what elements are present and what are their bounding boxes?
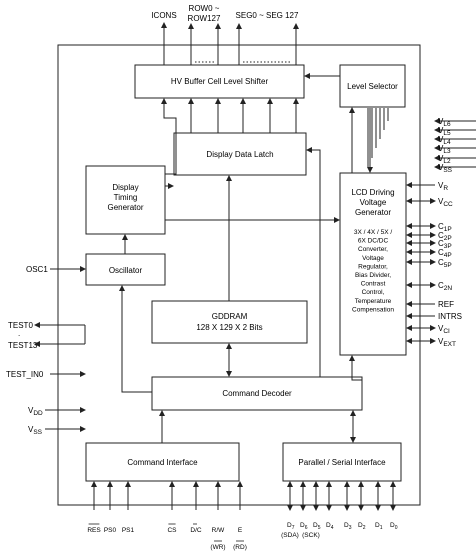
right-pin-label: VL3 xyxy=(438,144,451,155)
osc1-label: OSC1 xyxy=(26,265,48,274)
data-pin-label: D4 xyxy=(326,522,334,531)
display-data-latch-label: Display Data Latch xyxy=(206,150,273,159)
bottom-pin-label: PS1 xyxy=(122,527,135,534)
display-data-latch-block xyxy=(173,132,307,176)
sck-label: (SCK) xyxy=(302,532,320,539)
test0-label: TEST0 xyxy=(8,321,33,330)
data-pin-label: D1 xyxy=(375,522,383,531)
data-pin-group: D7 D6 D5 D4 D3 D2 D1 D0 xyxy=(287,481,398,531)
seg-label: SEG0 ~ SEG 127 xyxy=(236,11,299,20)
gddram-block xyxy=(151,300,308,344)
data-pin-label: D7 xyxy=(287,522,295,531)
bottom-pin-label: R/W xyxy=(212,527,226,534)
right-pin-label: C5P xyxy=(438,258,452,269)
right-pin-label: C2P xyxy=(438,231,452,242)
timing-to-hv-line xyxy=(161,98,177,175)
decoder-to-lcd-line xyxy=(349,355,362,381)
right-pin-label: VCC xyxy=(438,197,453,208)
data-pin-label: D0 xyxy=(390,522,398,531)
lcd-desc-line: Converter, xyxy=(358,246,388,253)
decoder-to-osc-line xyxy=(119,285,152,393)
lcd-voltage-label-2: Voltage xyxy=(360,198,387,207)
bottom-pin-label: D/C xyxy=(190,527,202,534)
right-pin-label: VSS xyxy=(438,163,453,174)
data-pin-label: D2 xyxy=(358,522,366,531)
command-decoder-block xyxy=(151,376,363,411)
icons-label: ICONS xyxy=(151,11,176,20)
bottom-pin-label: E xyxy=(238,527,243,534)
display-timing-generator-block xyxy=(85,165,166,235)
lcd-driving-voltage-generator-block xyxy=(339,172,407,356)
right-pin-label: REF xyxy=(438,300,454,309)
right-pin-label: C3P xyxy=(438,239,452,250)
right-pin-label: VL6 xyxy=(438,117,451,128)
bottom-pin-label: RES xyxy=(87,527,101,534)
right-pin-label: VL4 xyxy=(438,135,451,146)
decoder-to-latch-line xyxy=(306,147,321,377)
lcd-desc-line: 3X / 4X / 5X / xyxy=(354,229,392,236)
lcd-desc-line: Voltage xyxy=(362,255,384,262)
oscillator-label: Oscillator xyxy=(109,266,143,275)
right-pin-label: VEXT xyxy=(438,337,456,348)
command-interface-block xyxy=(85,442,240,482)
lcd-desc-line: Temperature xyxy=(355,298,392,305)
level-selector-block xyxy=(339,64,406,108)
rd-label: (RD) xyxy=(233,544,247,551)
gddram-label-2: 128 X 129 X 2 Bits xyxy=(196,323,262,332)
parallel-serial-interface-label: Parallel / Serial Interface xyxy=(298,458,386,467)
gddram-label-1: GDDRAM xyxy=(212,312,248,321)
bottom-pin-label: PS0 xyxy=(104,527,117,534)
data-pin-label: D3 xyxy=(344,522,352,531)
test-in0-label: TEST_IN0 xyxy=(6,370,44,379)
vdd-label: VDD xyxy=(28,406,43,417)
test-dot: . xyxy=(18,329,20,338)
right-pin-label: VL5 xyxy=(438,126,451,137)
data-pin-label: D6 xyxy=(300,522,308,531)
row0-label: ROW0 ~ xyxy=(189,4,220,13)
right-pin-label: C4P xyxy=(438,248,452,259)
sda-label: (SDA) xyxy=(281,532,299,539)
level-selector-label: Level Selector xyxy=(347,82,398,91)
lcd-voltage-label-3: Generator xyxy=(355,208,391,217)
timing-label-3: Generator xyxy=(107,203,143,212)
lcd-desc-line: Control, xyxy=(362,289,385,296)
lcd-desc-line: Compensation xyxy=(352,306,394,313)
command-interface-label: Command Interface xyxy=(127,458,198,467)
lcd-desc-line: Contrast xyxy=(361,281,386,288)
lcd-voltage-label-1: LCD Driving xyxy=(351,188,394,197)
lcd-desc-line: Bias Divider, xyxy=(355,272,391,279)
right-pin-label: C1P xyxy=(438,222,452,233)
data-pin-label: D5 xyxy=(313,522,321,531)
bottom-pin-label: CS xyxy=(167,527,177,534)
right-pin-label: INTRS xyxy=(438,312,462,321)
timing-label-1: Display xyxy=(112,183,138,192)
test13-label: TEST13 xyxy=(8,341,38,350)
right-pin-label: C2N xyxy=(438,281,452,292)
right-pin-label: VCI xyxy=(438,324,450,335)
timing-label-2: Timing xyxy=(114,193,138,202)
right-pin-label: VL2 xyxy=(438,154,451,165)
vss-label: VSS xyxy=(28,425,43,436)
right-pin-label: VR xyxy=(438,181,448,192)
lcd-desc-line: Regulator, xyxy=(358,263,388,270)
wr-label: (WR) xyxy=(210,544,225,551)
command-decoder-label: Command Decoder xyxy=(222,389,292,398)
parallel-serial-interface-block xyxy=(282,442,402,482)
row127-label: ROW127 xyxy=(188,14,221,23)
oscillator-block xyxy=(85,253,166,286)
lcd-desc-line: 6X DC/DC xyxy=(358,238,389,245)
hv-buffer-label: HV Buffer Cell Level Shifter xyxy=(171,77,269,86)
